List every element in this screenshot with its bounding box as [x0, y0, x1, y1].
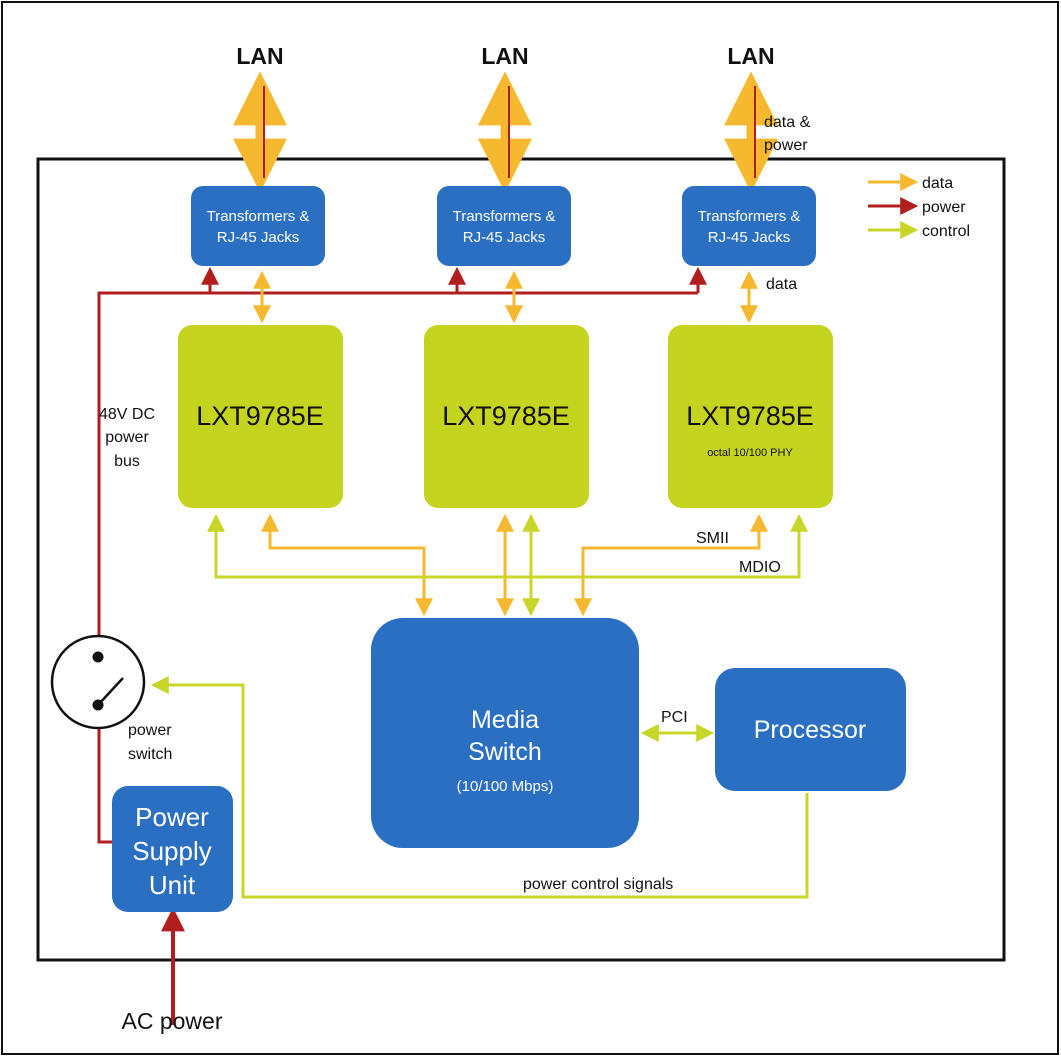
mdio-control-lines	[207, 513, 808, 617]
data-power-note-line1: data &	[764, 114, 811, 131]
legend: data power control	[868, 173, 970, 240]
transformer-3-line1: Transformers &	[698, 208, 801, 225]
lan-label-left: LAN	[236, 43, 283, 69]
phy-chip-1: LXT9785E	[178, 325, 343, 508]
transformer-box-3: Transformers & RJ-45 Jacks	[682, 186, 816, 266]
media-switch-line3: (10/100 Mbps)	[457, 778, 554, 795]
phy-2-name: LXT9785E	[442, 401, 570, 431]
processor-box: Processor	[715, 668, 906, 791]
psu-line3: Unit	[149, 870, 196, 900]
media-switch-line1: Media	[471, 706, 539, 734]
lan-arrows	[233, 71, 778, 193]
transformer-2-line1: Transformers &	[453, 208, 556, 225]
phy-3-sub: octal 10/100 PHY	[707, 447, 793, 459]
psu-line1: Power	[135, 802, 209, 832]
phy-3-name: LXT9785E	[686, 401, 814, 431]
psu-line2: Supply	[132, 836, 212, 866]
power-bus-lines	[97, 266, 707, 1025]
data-power-note-line2: power	[764, 137, 808, 154]
smii-data-lines	[261, 513, 768, 617]
phy-chip-2: LXT9785E	[424, 325, 589, 508]
psu-box: Power Supply Unit	[112, 786, 233, 912]
ac-power-label: AC power	[122, 1008, 223, 1034]
legend-power: power	[922, 199, 966, 216]
transformer-2-line2: RJ-45 Jacks	[463, 229, 546, 246]
power-control-signal-line	[150, 676, 809, 899]
transformer-3-line2: RJ-45 Jacks	[708, 229, 791, 246]
power-bus-line3: bus	[114, 453, 140, 470]
legend-control: control	[922, 223, 970, 240]
lan-label-center: LAN	[481, 43, 528, 69]
media-switch-line2: Switch	[468, 738, 542, 766]
transformer-box-2: Transformers & RJ-45 Jacks	[437, 186, 571, 266]
power-control-signals-label: power control signals	[523, 876, 673, 893]
phy-1-name: LXT9785E	[196, 401, 324, 431]
transformer-phy-data-arrows	[253, 270, 758, 324]
power-switch-icon	[50, 634, 146, 730]
power-bus-line2: power	[105, 429, 149, 446]
power-switch-line1: power	[128, 722, 172, 739]
processor-label: Processor	[754, 716, 867, 744]
lan-label-right: LAN	[727, 43, 774, 69]
pci-label: PCI	[661, 709, 688, 726]
smii-label: SMII	[696, 530, 729, 547]
phy-chip-3: LXT9785E octal 10/100 PHY	[668, 325, 833, 508]
power-switch-line2: switch	[128, 746, 172, 763]
transformer-1-line2: RJ-45 Jacks	[217, 229, 300, 246]
data-note: data	[766, 276, 797, 293]
transformer-box-1: Transformers & RJ-45 Jacks	[191, 186, 325, 266]
power-bus-line1: 48V DC	[99, 406, 155, 423]
media-switch-box: Media Switch (10/100 Mbps)	[371, 618, 639, 848]
legend-data: data	[922, 175, 953, 192]
power-bus-trunk	[97, 291, 698, 805]
transformer-1-line1: Transformers &	[207, 208, 310, 225]
mdio-label: MDIO	[739, 559, 781, 576]
power-switch-to-psu	[97, 705, 114, 844]
